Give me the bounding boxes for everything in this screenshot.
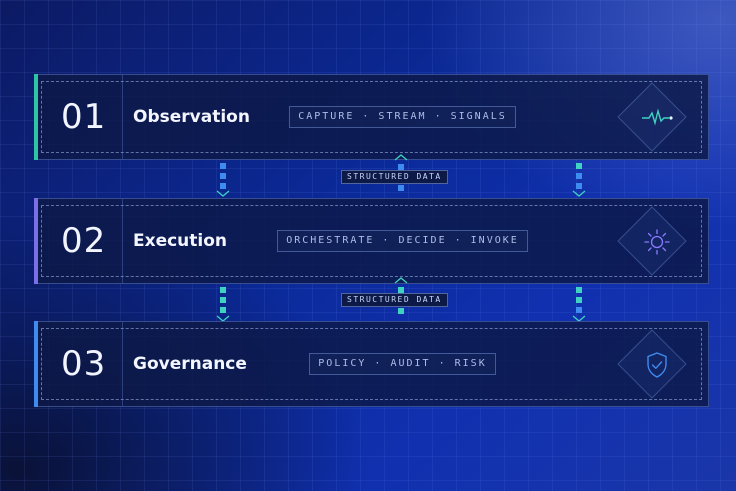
sun-icon xyxy=(644,229,670,255)
diamond-frame-icon xyxy=(617,329,687,399)
layer-dashed-frame xyxy=(41,205,702,277)
layer-number: 01 xyxy=(61,97,107,137)
connector-arrow-left xyxy=(216,287,230,322)
layer-divider xyxy=(122,199,123,283)
pulse-icon xyxy=(642,108,673,126)
structured-data-label: STRUCTURED DATA xyxy=(341,170,448,184)
shield-check-icon xyxy=(647,352,667,378)
layer-number: 02 xyxy=(61,221,107,261)
layer-governance: 03 Governance POLICY · AUDIT · RISK xyxy=(34,321,709,407)
layer-tags: CAPTURE · STREAM · SIGNALS xyxy=(289,106,516,128)
diamond-frame-icon xyxy=(617,82,687,152)
layer-tags: POLICY · AUDIT · RISK xyxy=(309,353,496,375)
layer-number: 03 xyxy=(61,344,107,384)
layer-divider xyxy=(122,322,123,406)
layer-title: Observation xyxy=(133,107,250,127)
layer-accent-bar xyxy=(34,321,38,407)
layer-title: Execution xyxy=(133,231,228,251)
connector-arrow-right xyxy=(572,287,586,322)
layer-dashed-frame xyxy=(41,81,702,153)
layer-accent-bar xyxy=(34,198,38,284)
layer-title: Governance xyxy=(133,354,247,374)
connector-arrow-left xyxy=(216,163,230,197)
layer-observation: 01 Observation CAPTURE · STREAM · SIGNAL… xyxy=(34,74,709,160)
layer-dashed-frame xyxy=(41,328,702,400)
layer-divider xyxy=(122,75,123,159)
layer-execution: 02 Execution ORCHESTRATE · DECIDE · INVO… xyxy=(34,198,709,284)
layer-accent-bar xyxy=(34,74,38,160)
structured-data-label: STRUCTURED DATA xyxy=(341,293,448,307)
layer-tags: ORCHESTRATE · DECIDE · INVOKE xyxy=(277,230,528,252)
connector-arrow-right xyxy=(572,163,586,197)
